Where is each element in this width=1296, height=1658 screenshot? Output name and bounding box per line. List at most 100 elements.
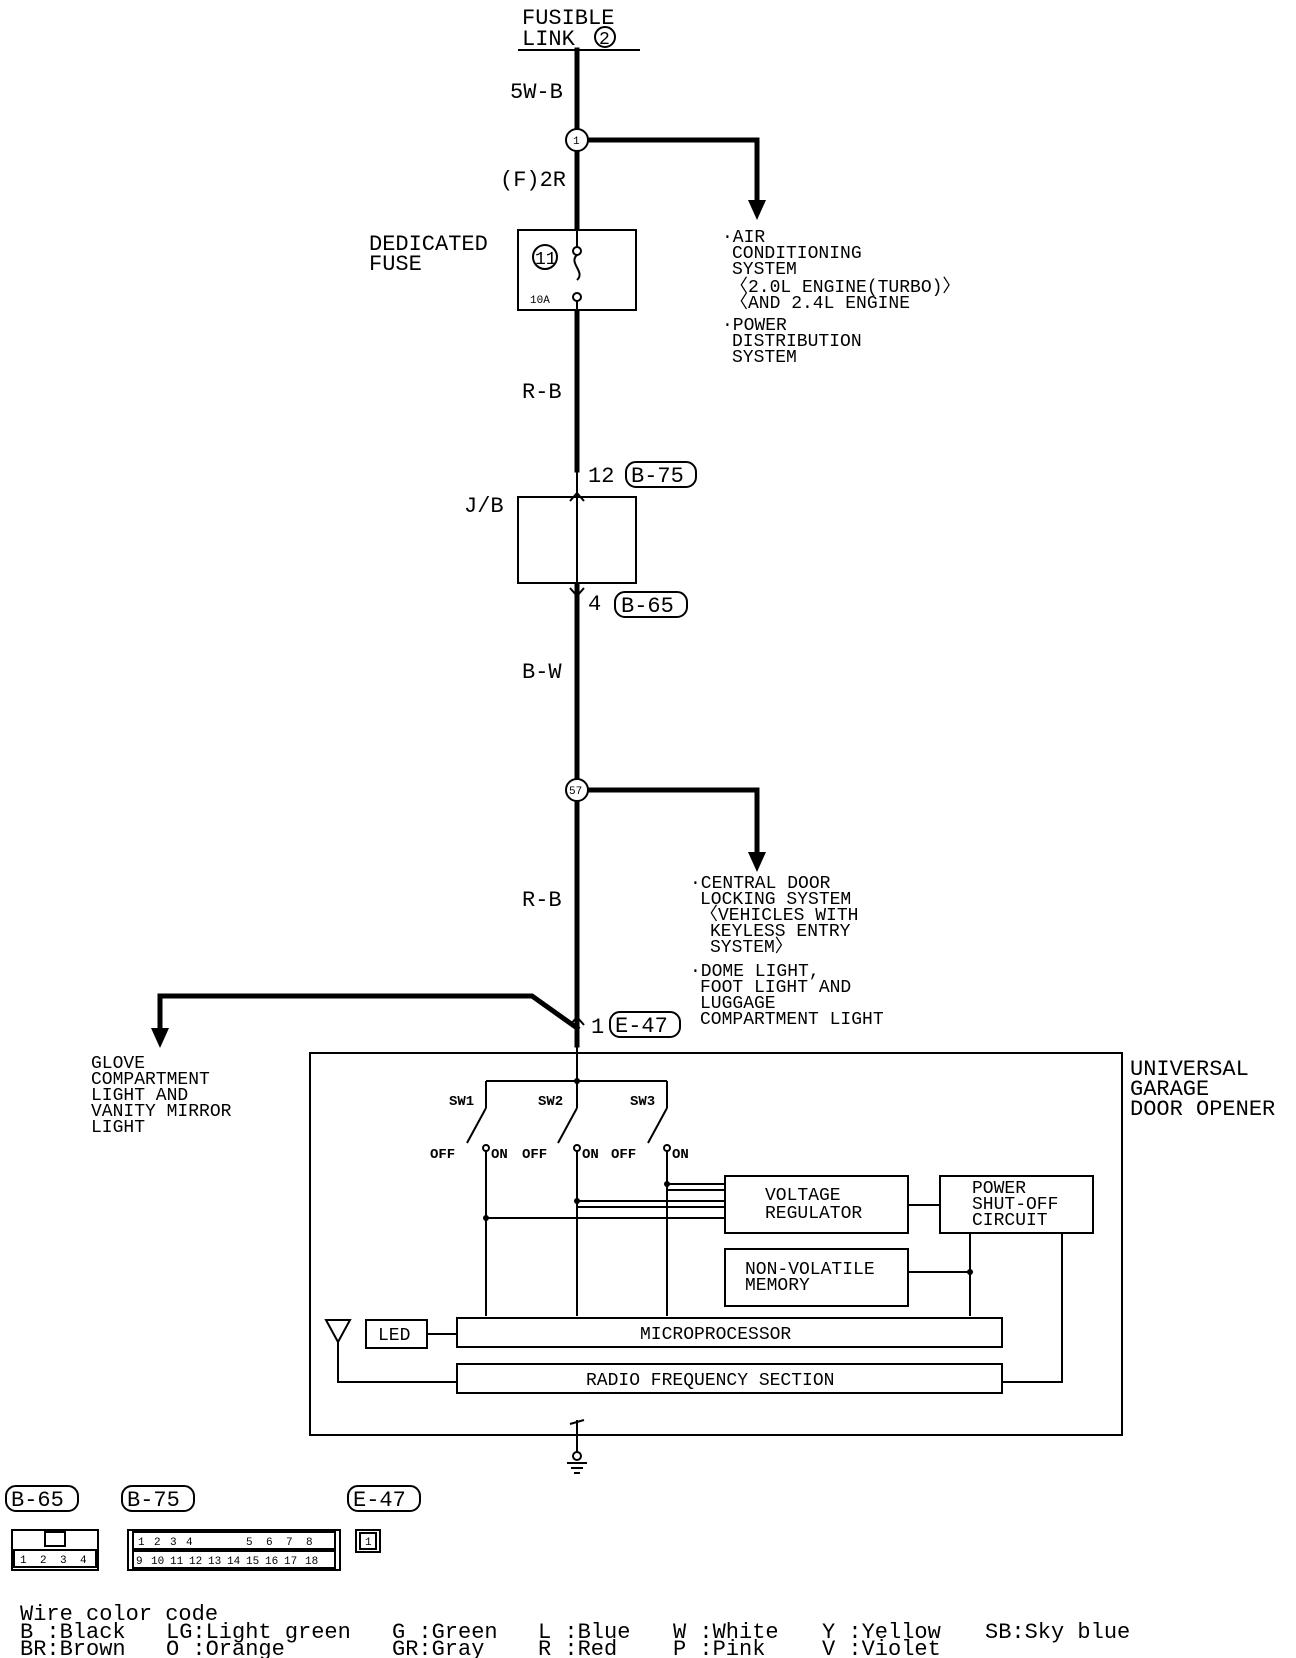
connector-label: B-65 xyxy=(11,1488,64,1513)
branch-2-line: LUGGAGE xyxy=(700,994,776,1014)
connector-pin: 3 xyxy=(170,1537,177,1549)
off-label: OFF xyxy=(430,1147,455,1163)
legend-item: O :Orange xyxy=(166,1637,285,1658)
rf-section-label: RADIO FREQUENCY SECTION xyxy=(586,1371,834,1391)
on-label: ON xyxy=(672,1147,689,1163)
voltage-regulator-box xyxy=(724,1175,909,1234)
legend-item: V :Violet xyxy=(822,1637,941,1658)
connector-pin: 5 xyxy=(246,1537,253,1549)
connector-b65-pin-row xyxy=(13,1549,97,1568)
branch-1-line: ·AIR xyxy=(722,228,765,248)
connector-pin: 14 xyxy=(227,1556,241,1568)
connector-pin: 12 xyxy=(189,1556,202,1568)
sw1-blade xyxy=(466,1107,487,1144)
branch-3-line: COMPARTMENT xyxy=(91,1070,210,1090)
branch-2-line: ·DOME LIGHT, xyxy=(690,962,820,982)
connector-pin: 18 xyxy=(305,1556,318,1568)
legend-item: SB:Sky blue xyxy=(985,1620,1130,1645)
connector-tag-b65 xyxy=(614,591,688,618)
rf-section-box xyxy=(456,1363,1003,1394)
node xyxy=(664,1181,670,1187)
legend-item: GR:Gray xyxy=(392,1637,484,1658)
connector-b65-housing xyxy=(11,1529,99,1571)
branch-3-wire xyxy=(157,993,581,1041)
connector-pin: 3 xyxy=(60,1555,67,1567)
fusible-link-label: FUSIBLE xyxy=(522,6,614,31)
legend-item: W :White xyxy=(673,1620,779,1645)
connector-e47-pin-cell xyxy=(359,1532,377,1550)
sw2-blade xyxy=(557,1107,578,1144)
branch-1-line: SYSTEM xyxy=(732,348,797,368)
fusible-link-label-2: LINK xyxy=(522,27,576,52)
opener-pin: 1 xyxy=(591,1015,604,1040)
wire-color-legend: Wire color code B :Black LG:Light green … xyxy=(20,1602,1130,1658)
switch-sw2: SW2 OFF ON xyxy=(522,1081,599,1163)
opener-title: UNIVERSAL xyxy=(1130,1057,1249,1082)
branch-2-line: FOOT LIGHT AND xyxy=(700,978,851,998)
dedicated-fuse: DEDICATED FUSE 11 10A xyxy=(369,229,637,311)
opener-outline xyxy=(309,1052,1123,1436)
ground-terminal xyxy=(572,1451,582,1461)
connector-pin: 17 xyxy=(284,1556,297,1568)
connector-pin: 9 xyxy=(136,1556,143,1568)
opener-title-2: GARAGE xyxy=(1130,1077,1209,1102)
connector-view-e47-tag xyxy=(347,1485,421,1512)
switch-label: SW1 xyxy=(449,1094,474,1110)
antenna-icon xyxy=(324,1319,352,1345)
ground-symbol xyxy=(567,1435,587,1474)
memory-label: NON-VOLATILE xyxy=(745,1260,875,1280)
branch-1-line: CONDITIONING xyxy=(732,244,862,264)
fusible-link: FUSIBLE LINK 2 xyxy=(518,6,640,52)
connector-pin: 16 xyxy=(265,1556,278,1568)
branch-1-line: SYSTEM xyxy=(732,260,797,280)
memory-box xyxy=(724,1248,909,1307)
fuse-number: 11 xyxy=(535,250,557,270)
off-label: OFF xyxy=(522,1147,547,1163)
fuse-rating: 10A xyxy=(530,295,550,307)
fusible-link-number-circle xyxy=(594,26,616,48)
branch-1-line: ·POWER xyxy=(722,316,787,336)
voltage-regulator-label-2: REGULATOR xyxy=(765,1204,862,1224)
microprocessor-box xyxy=(456,1317,1003,1348)
branch-2-line: SYSTEM〉 xyxy=(710,937,793,958)
connector-pin: 15 xyxy=(246,1556,259,1568)
branch-1-arrow xyxy=(748,200,766,220)
wire-color-4: B-W xyxy=(522,660,562,685)
branch-3-line: LIGHT AND xyxy=(91,1086,188,1106)
switch-sw1: SW1 OFF ON xyxy=(430,1081,508,1163)
connector-view-b65-tag xyxy=(5,1485,79,1512)
led-box xyxy=(365,1319,428,1349)
legend-item: B :Black xyxy=(20,1620,126,1645)
off-label: OFF xyxy=(611,1147,636,1163)
on-label: ON xyxy=(582,1147,599,1163)
connector-pin: 6 xyxy=(266,1537,273,1549)
branch-2-line: LOCKING SYSTEM xyxy=(700,890,851,910)
connector-view-b75: B-75 1 2 3 4 5 6 7 8 9 10 11 12 13 14 15… xyxy=(121,1485,341,1571)
branch-3-line: VANITY MIRROR xyxy=(91,1102,232,1122)
legend-title: Wire color code xyxy=(20,1602,218,1627)
junction-57-number: 57 xyxy=(569,786,582,798)
sw3-blade xyxy=(647,1107,668,1144)
jb-terminal-bottom xyxy=(569,587,585,598)
fuse-label-2: FUSE xyxy=(369,252,422,277)
fuse-number-circle xyxy=(532,244,558,270)
connector-pin: 8 xyxy=(306,1537,313,1549)
connector-b65-key xyxy=(44,1531,66,1547)
wire-color-2: (F)2R xyxy=(500,168,566,193)
legend-item: Y :Yellow xyxy=(822,1620,941,1645)
connector-pin: 1 xyxy=(20,1555,27,1567)
connector-label: E-47 xyxy=(353,1488,406,1513)
jb-connector-bottom: B-65 xyxy=(621,594,674,619)
junction-57: 57 xyxy=(565,778,766,872)
branch-2-line: COMPARTMENT LIGHT xyxy=(700,1010,884,1030)
memory-label-2: MEMORY xyxy=(745,1276,810,1296)
legend-item: BR:Brown xyxy=(20,1637,126,1658)
connector-pin: 4 xyxy=(80,1555,87,1567)
power-shutoff-box xyxy=(939,1175,1094,1234)
connector-pin: 10 xyxy=(151,1556,164,1568)
connector-pin: 7 xyxy=(286,1537,293,1549)
connector-pin: 2 xyxy=(40,1555,47,1567)
branch-1-line: 〈AND 2.4L ENGINE xyxy=(730,293,910,314)
jb-terminal-top xyxy=(569,491,585,502)
